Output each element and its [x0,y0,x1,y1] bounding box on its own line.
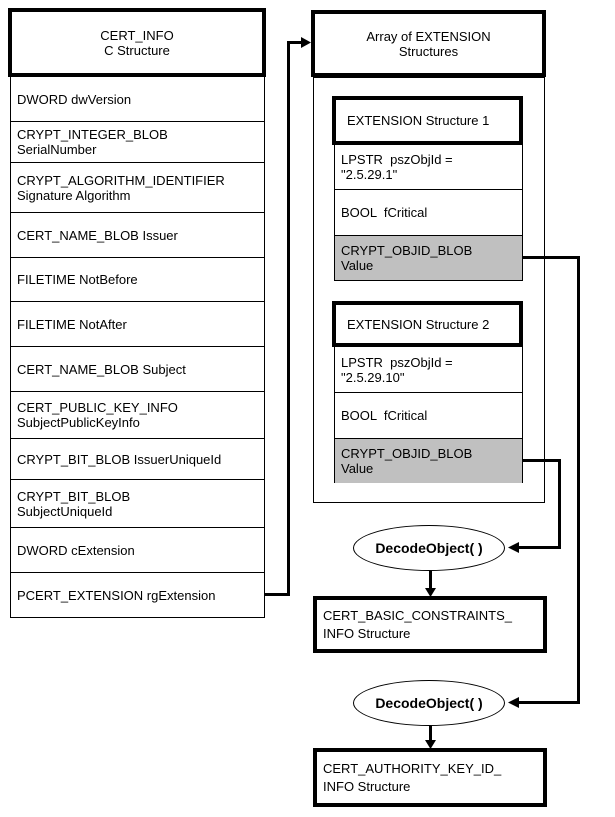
ext1-row-value-highlighted: CRYPT_OBJID_BLOB Value [335,236,522,280]
field-label: BOOL fCritical [341,408,428,423]
ext2-row-fcritical: BOOL fCritical [335,393,522,439]
field-label: FILETIME NotBefore [17,272,138,287]
field-label: LPSTR pszObjId = [341,354,453,370]
arrowhead-into-decodeobject2 [508,697,519,708]
cert-info-row-subjectuniqueid: CRYPT_BIT_BLOB SubjectUniqueId [11,480,264,528]
field-label: SubjectPublicKeyInfo [17,415,140,430]
arrowhead-into-decodeobject1 [508,542,519,553]
extension-structure-1-rows: LPSTR pszObjId = "2.5.29.1" BOOL fCritic… [334,145,523,281]
connector-rgextension-to-extension-array [265,41,302,596]
ext1-row-fcritical: BOOL fCritical [335,190,522,236]
cert-basic-constraints-info-box: CERT_BASIC_CONSTRAINTS_ INFO Structure [313,596,547,653]
field-label: CRYPT_OBJID_BLOB [341,243,473,258]
decode-object-label: DecodeObject( ) [375,695,483,711]
extension-array-header-box: Array of EXTENSION Structures [311,10,546,77]
field-label: SerialNumber [17,142,97,157]
field-label: Signature Algorithm [17,187,131,203]
result-box-label: CERT_BASIC_CONSTRAINTS_ [323,607,513,623]
cert-info-row-issuer: CERT_NAME_BLOB Issuer [11,213,264,258]
field-label: FILETIME NotAfter [17,316,127,332]
cert-info-row-notbefore: FILETIME NotBefore [11,258,264,302]
field-label: CERT_NAME_BLOB Subject [17,361,186,377]
cert-info-row-signaturealgorithm: CRYPT_ALGORITHM_IDENTIFIER Signature Alg… [11,163,264,213]
field-label: DWORD dwVersion [17,91,132,107]
cert-info-title-line2: C Structure [104,42,170,58]
field-label: CRYPT_OBJID_BLOB [341,446,473,461]
field-label: "2.5.29.1" [341,167,398,182]
field-label: CRYPT_BIT_BLOB IssuerUniqueId [17,451,222,467]
field-label: CERT_PUBLIC_KEY_INFO [17,400,178,415]
field-label: "2.5.29.10" [341,369,405,385]
cert-info-row-rgextension: PCERT_EXTENSION rgExtension [11,573,264,617]
ext2-row-value-highlighted: CRYPT_OBJID_BLOB Value [335,439,522,483]
cert-info-row-serialnumber: CRYPT_INTEGER_BLOB SerialNumber [11,122,264,163]
decode-object-call-2: DecodeObject( ) [353,680,505,726]
field-label: LPSTR pszObjId = [341,152,453,167]
field-label: CRYPT_BIT_BLOB [17,488,131,504]
extension-structure-1-header: EXTENSION Structure 1 [332,96,523,145]
cert-info-header-box: CERT_INFO C Structure [8,8,266,77]
cert-info-title-line1: CERT_INFO [100,27,174,43]
field-label: PCERT_EXTENSION rgExtension [17,587,216,603]
cert-info-row-subject: CERT_NAME_BLOB Subject [11,347,264,392]
field-label: CRYPT_INTEGER_BLOB [17,127,168,142]
decode-object-label: DecodeObject( ) [375,540,483,556]
field-label: Value [341,461,374,476]
cert-info-field-table: DWORD dwVersion CRYPT_INTEGER_BLOB Seria… [10,77,265,618]
result-box-label: INFO Structure [323,625,411,641]
extension-array-title-line2: Structures [398,43,459,59]
result-box-label: INFO Structure [323,778,411,794]
decode-object-call-1: DecodeObject( ) [353,525,505,571]
cert-info-row-subjectpublickeyinfo: CERT_PUBLIC_KEY_INFO SubjectPublicKeyInf… [11,392,264,439]
cert-authority-key-id-info-box: CERT_AUTHORITY_KEY_ID_ INFO Structure [313,748,547,807]
structure-header-label: EXTENSION Structure 1 [347,113,490,128]
cert-info-row-dwversion: DWORD dwVersion [11,77,264,122]
field-label: Value [341,258,374,273]
arrowhead-into-extension-array [301,37,311,48]
field-label: DWORD cExtension [17,542,135,558]
field-label: BOOL fCritical [341,205,428,220]
field-label: CRYPT_ALGORITHM_IDENTIFIER [17,172,225,188]
cert-info-row-notafter: FILETIME NotAfter [11,302,264,347]
cert-info-row-cextension: DWORD cExtension [11,528,264,573]
extension-structure-2-rows: LPSTR pszObjId = "2.5.29.10" BOOL fCriti… [334,347,523,483]
result-box-label: CERT_AUTHORITY_KEY_ID_ [323,760,502,776]
extension-structure-2-header: EXTENSION Structure 2 [332,301,523,347]
cert-info-row-issueruniqueid: CRYPT_BIT_BLOB IssuerUniqueId [11,439,264,480]
field-label: CERT_NAME_BLOB Issuer [17,227,178,243]
structure-header-label: EXTENSION Structure 2 [347,316,490,332]
ext2-row-pszobjid: LPSTR pszObjId = "2.5.29.10" [335,347,522,393]
ext1-row-pszobjid: LPSTR pszObjId = "2.5.29.1" [335,145,522,190]
field-label: SubjectUniqueId [17,503,113,519]
extension-array-title-line1: Array of EXTENSION [366,28,491,44]
